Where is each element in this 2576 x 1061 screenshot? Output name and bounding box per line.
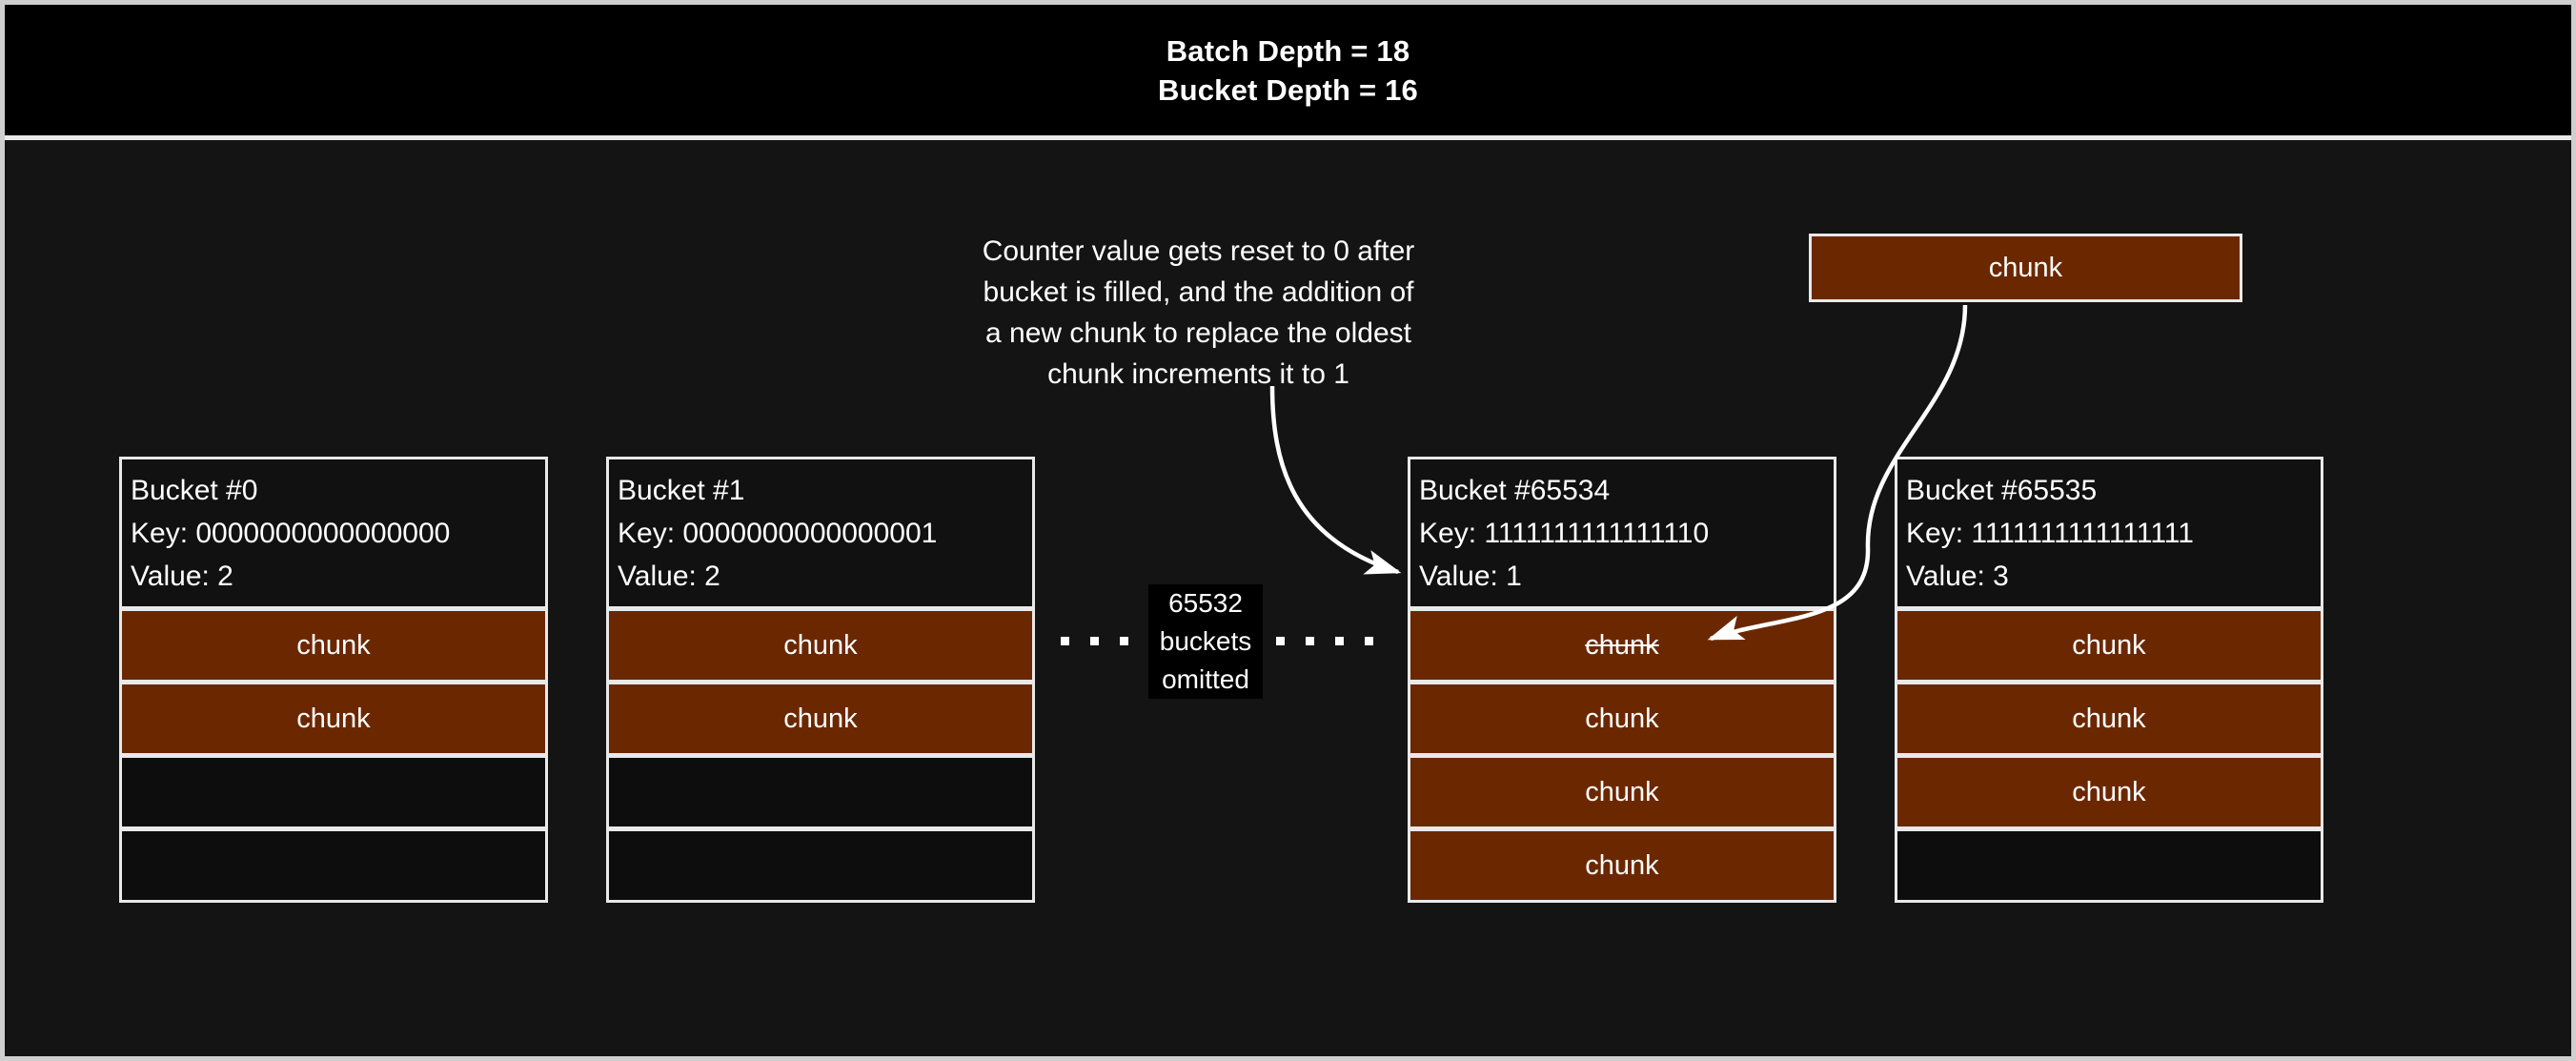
ellipsis-dot bbox=[1335, 637, 1344, 645]
chunk-slot[interactable]: chunk bbox=[606, 682, 1035, 756]
bucket-header-65535: Bucket #65535 Key: 1111111111111111 Valu… bbox=[1895, 457, 2323, 609]
chunk-label: chunk bbox=[783, 704, 858, 734]
bucket-value-1: Value: 2 bbox=[618, 561, 720, 592]
chunk-slot-empty[interactable] bbox=[606, 755, 1035, 829]
chunk-label: chunk bbox=[2072, 630, 2146, 661]
ellipsis-dots-right bbox=[1276, 637, 1373, 645]
chunk-slot[interactable]: chunk bbox=[1408, 755, 1836, 829]
bucket-card-0[interactable]: Bucket #0 Key: 0000000000000000 Value: 2… bbox=[119, 457, 548, 903]
chunk-slot-evicted[interactable]: chunk bbox=[1408, 608, 1836, 683]
bucket-value-65534: Value: 1 bbox=[1419, 561, 1522, 592]
chunk-slot[interactable]: chunk bbox=[1408, 828, 1836, 903]
omitted-verb: omitted bbox=[1162, 664, 1249, 694]
chunk-label: chunk bbox=[783, 630, 858, 661]
chunk-label: chunk bbox=[1585, 777, 1659, 807]
bucket-title-65535: Bucket #65535 bbox=[1906, 475, 2098, 506]
chunk-label: chunk bbox=[296, 704, 371, 734]
chunk-slot[interactable]: chunk bbox=[1895, 682, 2323, 756]
chunk-label: chunk bbox=[1585, 704, 1659, 734]
bucket-key-1: Key: 0000000000000001 bbox=[618, 518, 938, 549]
bucket-title-1: Bucket #1 bbox=[618, 475, 745, 506]
annotation-line-4: chunk increments it to 1 bbox=[1047, 358, 1349, 390]
bucket-key-65534: Key: 1111111111111110 bbox=[1419, 518, 1710, 549]
chunk-slot-empty[interactable] bbox=[119, 828, 548, 903]
new-chunk-box[interactable]: chunk bbox=[1809, 234, 2242, 302]
bucket-key-65535: Key: 1111111111111111 bbox=[1906, 518, 2194, 549]
chunk-label: chunk bbox=[1585, 630, 1659, 661]
annotation-line-3: a new chunk to replace the oldest bbox=[985, 317, 1411, 349]
bucket-depth-label: Bucket Depth = 16 bbox=[1157, 72, 1418, 107]
ellipsis-dot bbox=[1061, 637, 1069, 645]
chunk-label: chunk bbox=[2072, 777, 2146, 807]
chunk-label: chunk bbox=[296, 630, 371, 661]
ellipsis-dot bbox=[1090, 637, 1099, 645]
bucket-title-65534: Bucket #65534 bbox=[1419, 475, 1611, 506]
annotation-line-2: bucket is filled, and the addition of bbox=[983, 276, 1414, 308]
annotation-line-1: Counter value gets reset to 0 after bbox=[982, 235, 1415, 267]
chunk-slot[interactable]: chunk bbox=[119, 682, 548, 756]
ellipsis-dot bbox=[1276, 637, 1285, 645]
bucket-card-1[interactable]: Bucket #1 Key: 0000000000000001 Value: 2… bbox=[606, 457, 1035, 903]
chunk-slot[interactable]: chunk bbox=[119, 608, 548, 683]
annotation-arrow bbox=[1269, 385, 1402, 575]
chunk-slot-empty[interactable] bbox=[606, 828, 1035, 903]
annotation-text: Counter value gets reset to 0 after buck… bbox=[915, 231, 1482, 395]
bucket-value-65535: Value: 3 bbox=[1906, 561, 2009, 592]
bucket-card-65534[interactable]: Bucket #65534 Key: 1111111111111110 Valu… bbox=[1408, 457, 1836, 903]
ellipsis-dots-left bbox=[1061, 637, 1158, 645]
bucket-header-1: Bucket #1 Key: 0000000000000001 Value: 2 bbox=[606, 457, 1035, 609]
chunk-label: chunk bbox=[1988, 252, 2063, 283]
ellipsis-dot bbox=[1306, 637, 1314, 645]
omitted-buckets-label: 65532 buckets omitted bbox=[1148, 584, 1263, 699]
ellipsis-dot bbox=[1120, 637, 1128, 645]
batch-depth-label: Batch Depth = 18 bbox=[1166, 33, 1410, 68]
omitted-unit: buckets bbox=[1159, 626, 1252, 656]
ellipsis-dot bbox=[1365, 637, 1373, 645]
bucket-key-0: Key: 0000000000000000 bbox=[131, 518, 451, 549]
chunk-label: chunk bbox=[1585, 850, 1659, 881]
chunk-slot[interactable]: chunk bbox=[1895, 608, 2323, 683]
bucket-card-65535[interactable]: Bucket #65535 Key: 1111111111111111 Valu… bbox=[1895, 457, 2323, 903]
bucket-header-0: Bucket #0 Key: 0000000000000000 Value: 2 bbox=[119, 457, 548, 609]
bucket-title-0: Bucket #0 bbox=[131, 475, 258, 506]
bucket-value-0: Value: 2 bbox=[131, 561, 233, 592]
chunk-slot[interactable]: chunk bbox=[1408, 682, 1836, 756]
chunk-slot-empty[interactable] bbox=[119, 755, 548, 829]
chunk-slot[interactable]: chunk bbox=[606, 608, 1035, 683]
header-band: Batch Depth = 18 Bucket Depth = 16 bbox=[5, 5, 2571, 140]
chunk-label: chunk bbox=[2072, 704, 2146, 734]
chunk-slot-empty[interactable] bbox=[1895, 828, 2323, 903]
bucket-header-65534: Bucket #65534 Key: 1111111111111110 Valu… bbox=[1408, 457, 1836, 609]
chunk-slot[interactable]: chunk bbox=[1895, 755, 2323, 829]
omitted-count: 65532 bbox=[1168, 588, 1243, 618]
